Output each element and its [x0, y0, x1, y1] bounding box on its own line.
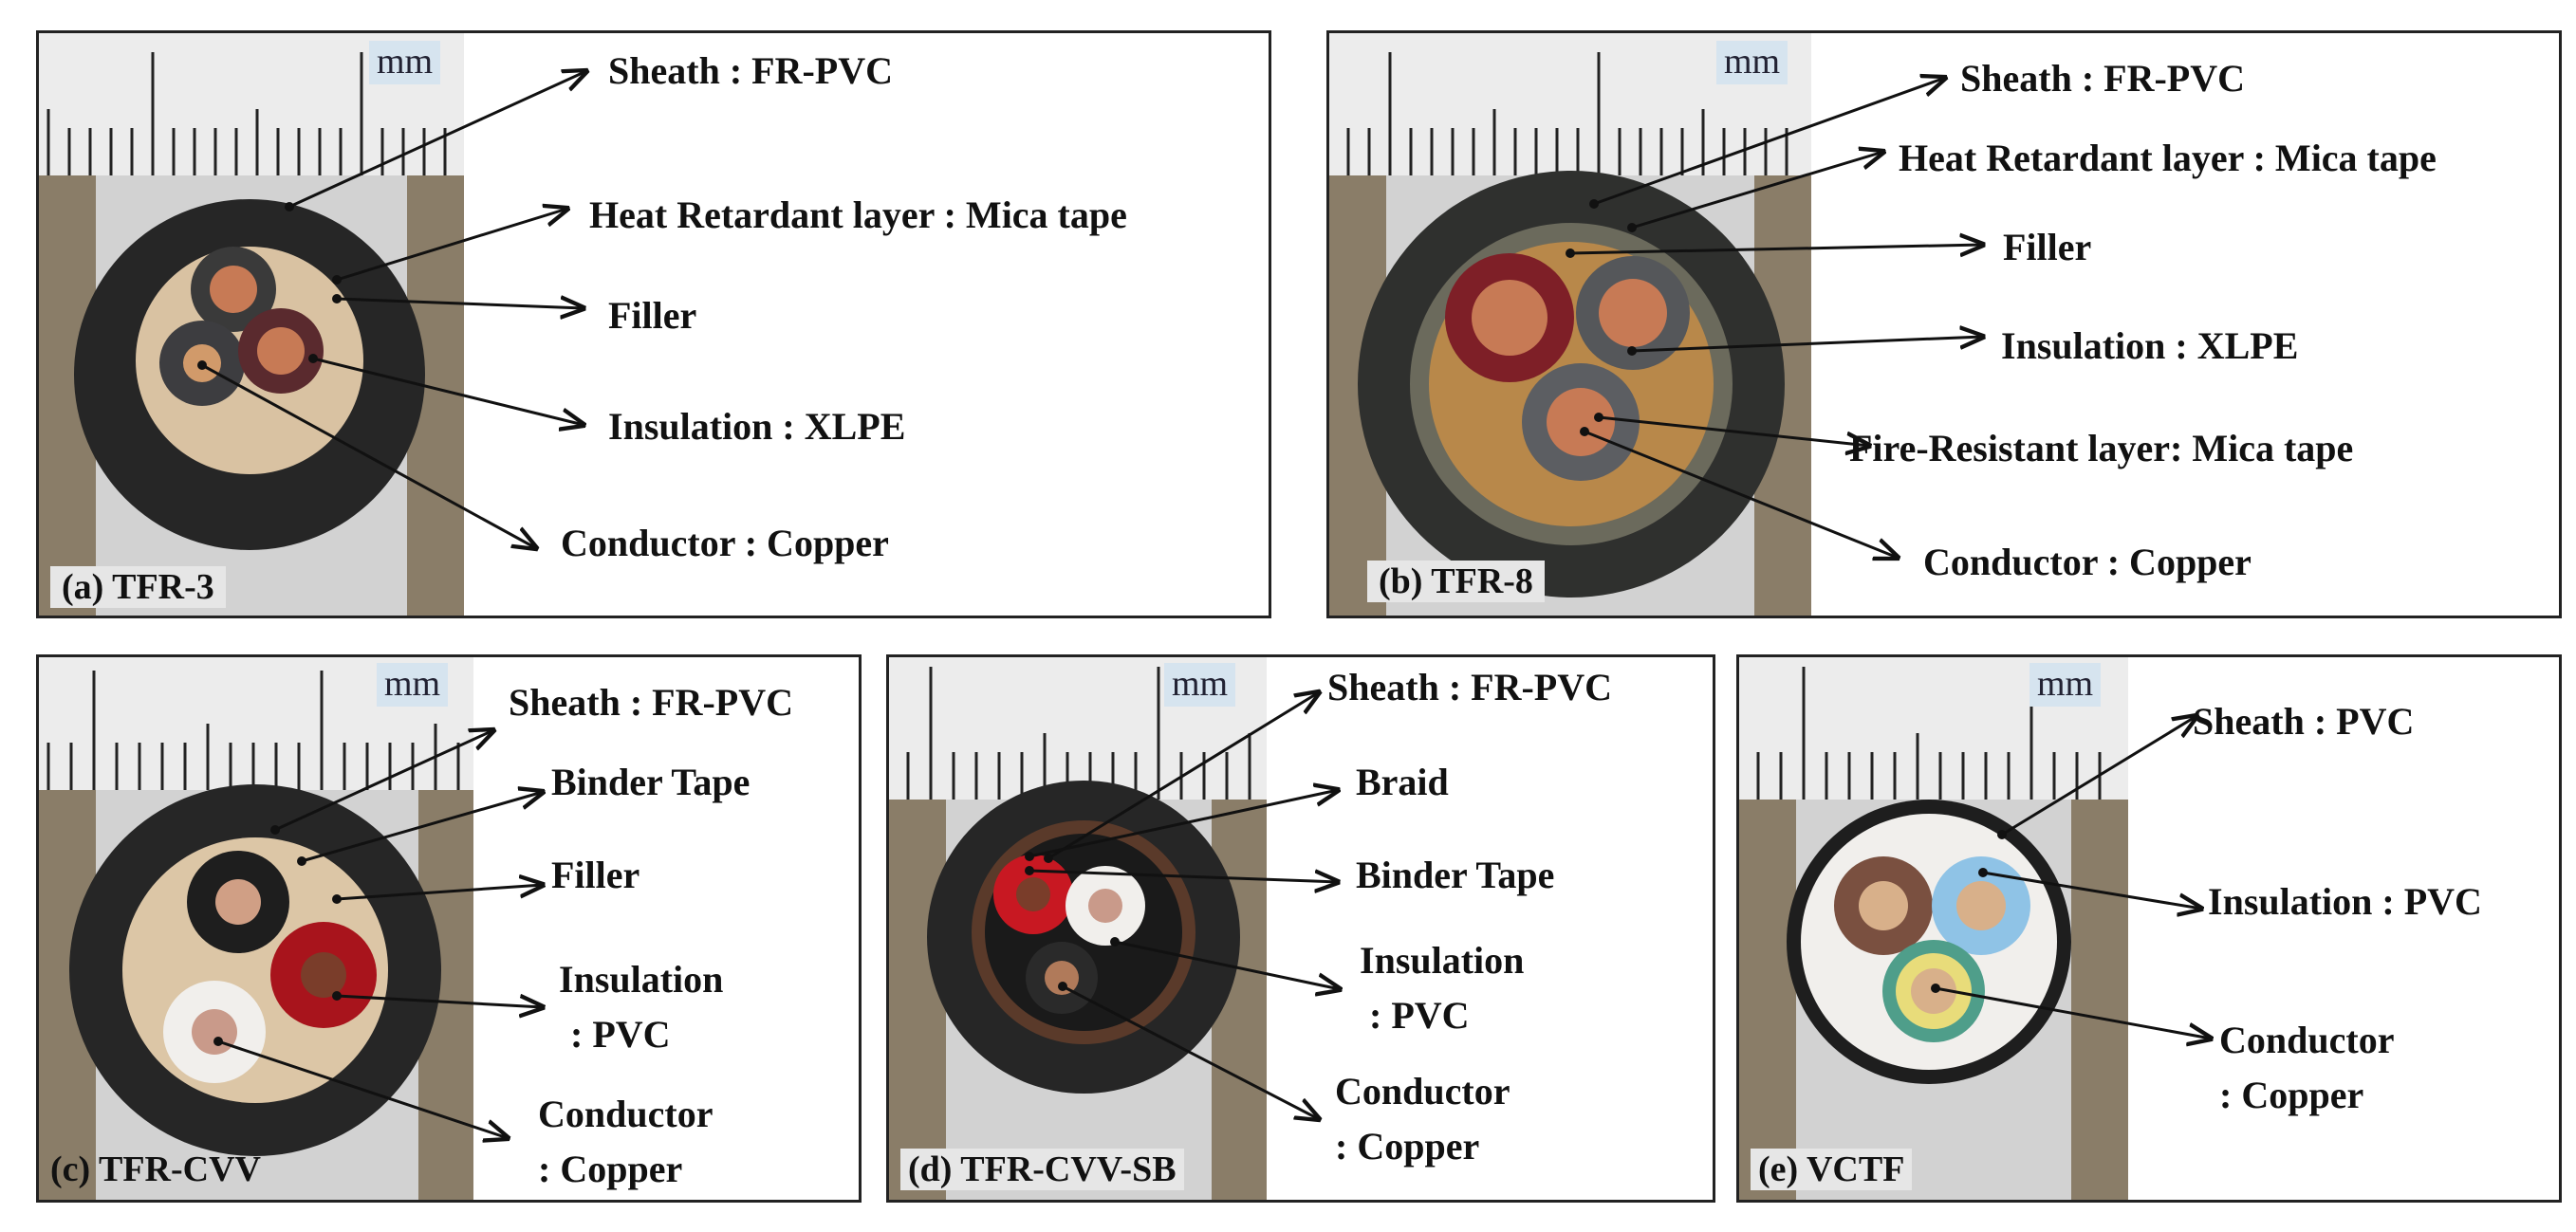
- cores-b: [1445, 253, 1690, 481]
- arrow-d-sheath: [1047, 692, 1319, 860]
- arrow-a-filler: [336, 299, 584, 308]
- panel-c: mm (c) TFR-CVV Sheath : FR-PVC Binder Ta…: [36, 654, 862, 1203]
- panel-a: mm (a) TFR-3 Sheath : FR-PVC Heat Retard…: [36, 30, 1271, 618]
- label-c-conductor-type: : Copper: [538, 1148, 683, 1190]
- photo-e: [1739, 657, 2128, 1200]
- label-a-conductor: Conductor : Copper: [561, 522, 889, 564]
- arrow-d-conductor: [1062, 984, 1319, 1119]
- label-e-conductor-type: : Copper: [2219, 1074, 2364, 1116]
- arrow-a-sheath: [288, 71, 586, 209]
- mm-label-c: mm: [377, 663, 449, 707]
- arrow-a-heat: [336, 209, 567, 282]
- caption-c: (c) TFR-CVV: [50, 1149, 261, 1189]
- photo-a: [39, 33, 464, 616]
- label-d-binder: Binder Tape: [1356, 854, 1555, 896]
- arrow-b-conductor: [1584, 430, 1898, 558]
- label-d-sheath: Sheath : FR-PVC: [1327, 666, 1612, 708]
- photo-c: [39, 657, 473, 1200]
- mm-label-d: mm: [1164, 663, 1236, 707]
- label-c-insulation: Insulation: [559, 958, 724, 1001]
- ruler-a: [46, 52, 447, 175]
- ruler-e: [1756, 667, 2102, 800]
- label-b-fire-resistant: Fire-Resistant layer: Mica tape: [1849, 427, 2354, 469]
- arrow-e-conductor: [1935, 986, 2211, 1039]
- photo-b: [1329, 33, 1811, 616]
- label-c-insulation-type: : PVC: [570, 1013, 671, 1056]
- label-b-insulation: Insulation : XLPE: [2001, 324, 2299, 367]
- label-c-binder: Binder Tape: [551, 761, 751, 803]
- label-b-conductor: Conductor : Copper: [1923, 541, 2252, 583]
- arrow-c-conductor: [217, 1039, 508, 1138]
- arrow-b-sheath: [1593, 78, 1945, 206]
- arrow-e-insulation: [1982, 871, 2201, 909]
- arrow-c-sheath: [274, 730, 493, 832]
- label-a-filler: Filler: [608, 294, 697, 337]
- label-c-sheath: Sheath : FR-PVC: [509, 681, 793, 724]
- photo-d: [889, 657, 1267, 1200]
- arrow-b-heat: [1631, 152, 1883, 230]
- mm-label-a: mm: [369, 41, 441, 84]
- arrow-c-filler: [336, 885, 543, 901]
- ruler-c: [46, 671, 460, 790]
- arrow-c-insulation: [336, 996, 543, 1007]
- label-d-insulation-type: : PVC: [1369, 994, 1470, 1037]
- label-e-sheath: Sheath : PVC: [2193, 700, 2415, 743]
- label-a-sheath: Sheath : FR-PVC: [608, 49, 893, 92]
- cores-c: [163, 851, 377, 1083]
- caption-b: (b) TFR-8: [1367, 561, 1545, 602]
- panel-b: mm (b) TFR-8 Sheath : FR-PVC Heat Retard…: [1326, 30, 2562, 618]
- arrow-c-binder: [301, 792, 543, 863]
- label-c-filler: Filler: [551, 854, 640, 896]
- label-e-conductor: Conductor: [2219, 1019, 2395, 1061]
- label-d-conductor-type: : Copper: [1335, 1125, 1480, 1168]
- label-e-insulation: Insulation : PVC: [2208, 880, 2482, 923]
- label-d-conductor: Conductor: [1335, 1070, 1510, 1112]
- label-d-braid: Braid: [1356, 761, 1449, 803]
- caption-a: (a) TFR-3: [50, 566, 226, 608]
- arrow-b-fire: [1598, 415, 1869, 446]
- arrow-a-conductor: [201, 363, 536, 548]
- panel-e: mm (e) VCTF Sheath : PVC Insulation : PV…: [1736, 654, 2562, 1203]
- caption-e: (e) VCTF: [1751, 1149, 1913, 1190]
- arrow-b-insulation: [1631, 337, 1983, 353]
- caption-d: (d) TFR-CVV-SB: [900, 1149, 1184, 1190]
- arrow-e-sheath: [2001, 716, 2196, 837]
- arrow-a-insulation: [312, 357, 584, 425]
- arrow-b-filler: [1569, 245, 1983, 253]
- label-d-insulation: Insulation: [1360, 939, 1525, 982]
- label-a-insulation: Insulation : XLPE: [608, 405, 906, 448]
- arrow-d-insulation: [1114, 940, 1340, 989]
- label-c-conductor: Conductor: [538, 1093, 713, 1135]
- label-a-heat-retardant: Heat Retardant layer : Mica tape: [589, 193, 1127, 236]
- mm-label-e: mm: [2029, 663, 2102, 707]
- label-b-heat-retardant: Heat Retardant layer : Mica tape: [1899, 137, 2437, 179]
- label-b-filler: Filler: [2003, 226, 2092, 268]
- mm-label-b: mm: [1716, 41, 1788, 84]
- arrow-d-binder: [1029, 871, 1338, 882]
- arrow-d-braid: [1029, 790, 1338, 858]
- ruler-b: [1346, 52, 1788, 175]
- label-b-sheath: Sheath : FR-PVC: [1960, 57, 2245, 100]
- ruler-d: [906, 667, 1251, 800]
